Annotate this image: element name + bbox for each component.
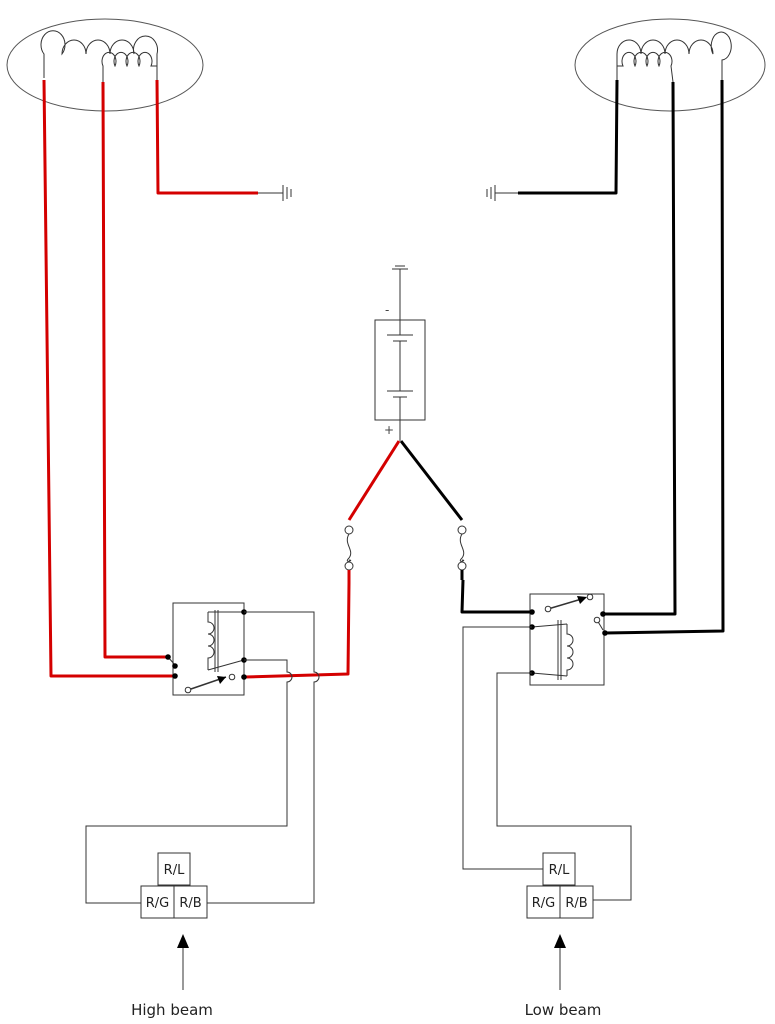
left-ground-symbol [258, 185, 292, 201]
right-headlamp [574, 18, 766, 112]
right-fuse [457, 525, 467, 580]
battery-plus-label: + [384, 423, 394, 437]
left-connector-rg: R/G [146, 896, 170, 911]
right-connector: R/L R/G R/B [526, 852, 594, 919]
high-beam-caption: High beam [131, 1001, 213, 1019]
left-red-wires [42, 79, 401, 679]
battery [374, 265, 426, 441]
right-lamp-housing [574, 18, 766, 112]
battery-minus-label: - [385, 303, 389, 317]
left-arrow [177, 934, 189, 990]
left-connector-rb: R/B [179, 896, 201, 911]
right-control-wires [462, 626, 632, 901]
left-relay [165, 602, 247, 696]
left-high-filament [40, 30, 158, 80]
right-relay [529, 593, 608, 686]
right-connector-rg: R/G [532, 896, 556, 911]
right-high-filament [616, 31, 732, 80]
left-headlamp [6, 18, 204, 112]
left-fuse [344, 525, 354, 583]
left-lamp-housing [6, 18, 204, 112]
left-low-filament [101, 51, 157, 82]
right-connector-rb: R/B [565, 896, 587, 911]
left-connector-rl: R/L [164, 863, 185, 878]
right-ground-symbol [486, 185, 518, 201]
low-beam-caption: Low beam [525, 1001, 602, 1019]
right-connector-rl: R/L [549, 863, 570, 878]
right-black-wires [399, 79, 725, 635]
right-low-filament [617, 51, 674, 83]
left-control-wires [85, 611, 320, 904]
left-connector: R/L R/G R/B [140, 852, 208, 919]
right-arrow [554, 934, 566, 990]
